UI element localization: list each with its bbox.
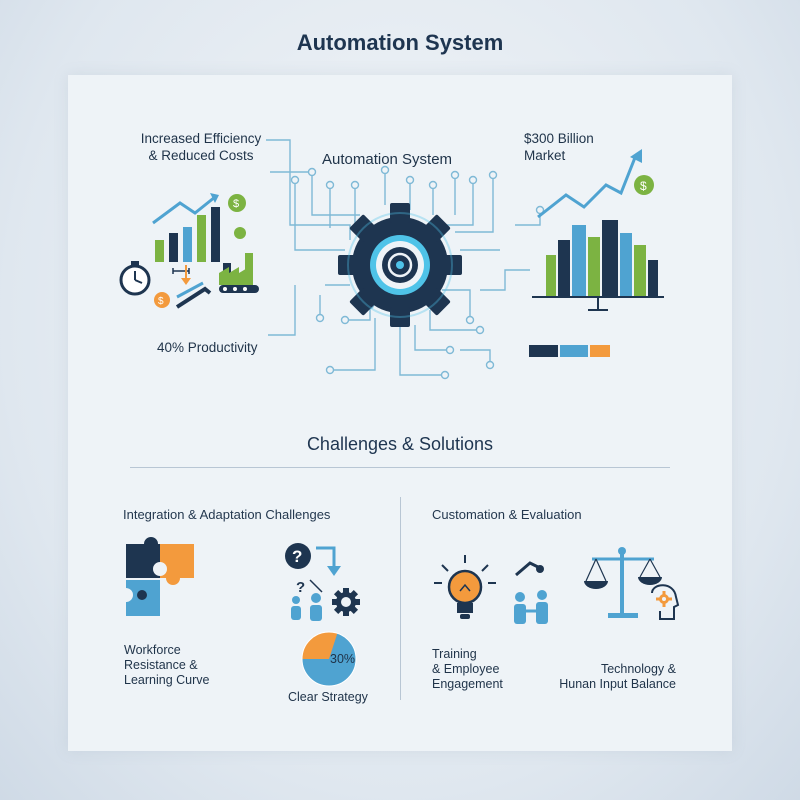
- lightbulb-team-icon: [434, 555, 548, 624]
- svg-text:$: $: [158, 296, 164, 307]
- hub-label: Automation System: [322, 151, 453, 168]
- svg-text:$: $: [233, 198, 239, 210]
- market-skyline-illustration: $: [532, 149, 664, 311]
- legend-bar-orange: [590, 345, 610, 357]
- question-gear-icon: ? ?: [285, 543, 360, 621]
- efficiency-label: Increased Efficiency & Reduced Costs: [140, 131, 262, 163]
- svg-text:?: ?: [296, 579, 305, 596]
- integration-heading: Integration & Adaptation Challenges: [123, 507, 331, 522]
- page-title: Automation System: [296, 30, 504, 55]
- puzzle-icon: [126, 537, 194, 616]
- challenges-divider: [130, 467, 670, 468]
- column-divider: [400, 497, 401, 700]
- gear-hub-icon: [338, 203, 462, 327]
- efficiency-illustration: $ $: [119, 193, 259, 309]
- strategy-pie-chart: [301, 631, 357, 687]
- productivity-label: 40% Productivity: [157, 340, 258, 355]
- strategy-label: Clear Strategy: [288, 690, 368, 704]
- pie-percent-label: 30%: [330, 652, 356, 666]
- training-label: Training & Employee Engagement: [432, 647, 503, 691]
- evaluation-heading: Customation & Evaluation: [432, 507, 582, 522]
- workforce-label: Workforce Resistance & Learning Curve: [124, 643, 210, 687]
- legend-bar-blue: [560, 345, 588, 357]
- svg-text:?: ?: [292, 547, 302, 566]
- market-label: $300 Billion Market: [524, 131, 594, 163]
- svg-text:$: $: [640, 179, 647, 193]
- balance-scale-icon: [584, 547, 680, 620]
- balance-label: Technology & Hunan Input Balance: [559, 662, 676, 691]
- challenges-title: Challenges & Solutions: [306, 434, 494, 454]
- legend-bar-navy: [529, 345, 558, 357]
